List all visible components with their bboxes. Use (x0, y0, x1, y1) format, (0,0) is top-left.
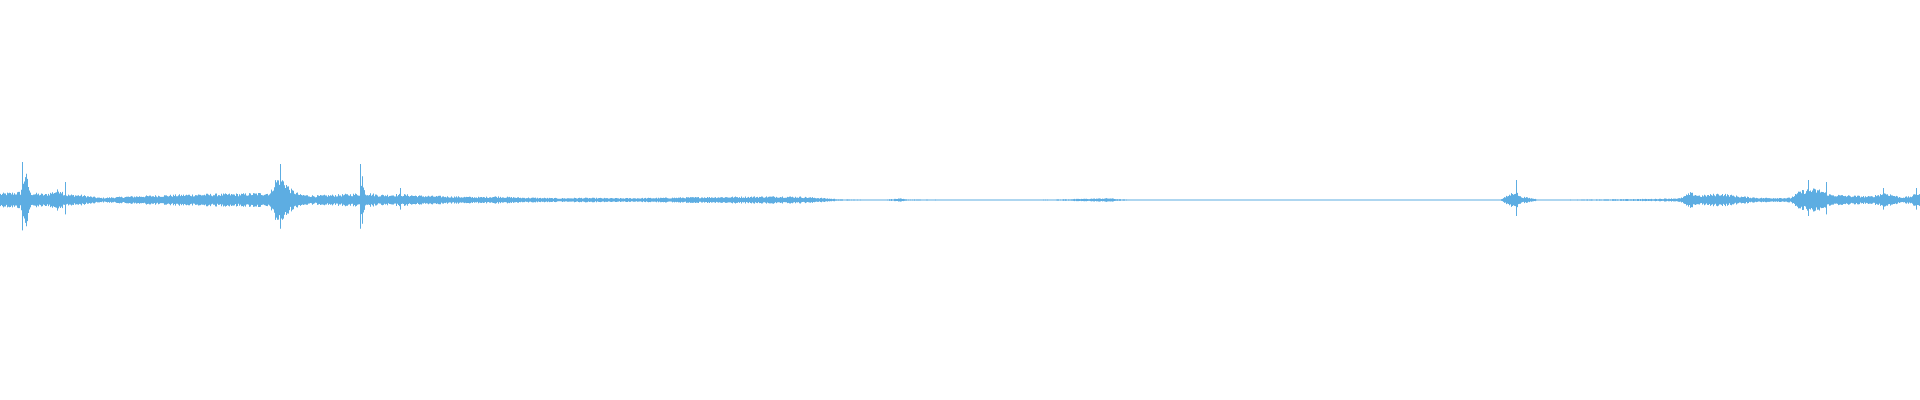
waveform-amplitude-path (0, 173, 1920, 227)
waveform-peaks (22, 162, 1917, 231)
waveform-amplitude-bars (0, 173, 1920, 227)
